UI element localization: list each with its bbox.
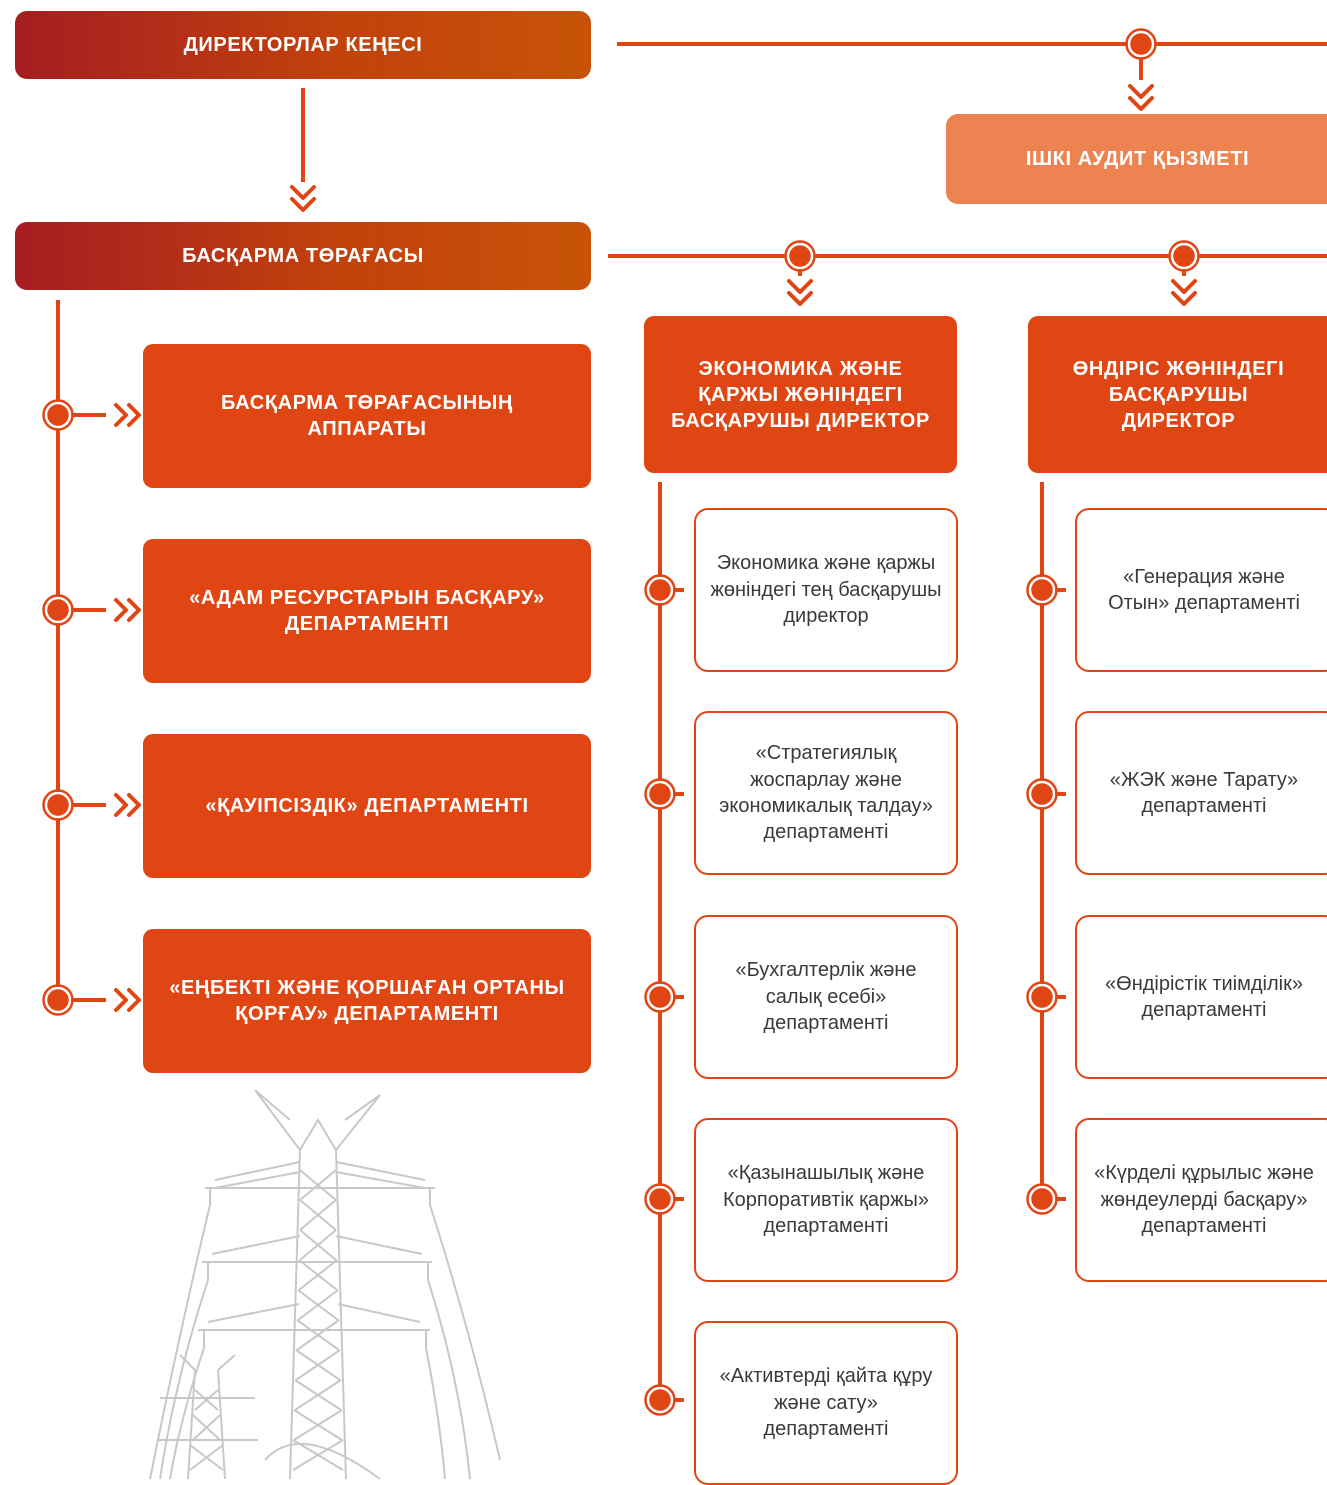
- double-chevron-down-icon: [290, 185, 316, 212]
- double-chevron-right-icon: [114, 403, 141, 427]
- production-director-box: ӨНДІРІС ЖӨНІНДЕГІ БАСҚАРУШЫ ДИРЕКТОР: [1028, 316, 1327, 473]
- res-distribution-department-box: «ЖЭК және Тарату» департаменті: [1075, 711, 1327, 875]
- labor-environment-department-box: «ЕҢБЕКТІ ЖӘНЕ ҚОРШАҒАН ОРТАНЫ ҚОРҒАУ» ДЕ…: [143, 929, 591, 1073]
- strategic-planning-department-box: «Стратегиялық жоспарлау және экономикалы…: [694, 711, 958, 875]
- production-efficiency-department-box: «Өндірістік тиімділік» департаменті: [1075, 915, 1327, 1079]
- economics-co-director-box: Экономика және қаржы жөніндегі тең басқа…: [694, 508, 958, 672]
- capital-construction-department-box: «Күрделі құрылыс және жөндеулерді басқар…: [1075, 1118, 1327, 1282]
- generation-fuel-department-box: «Генерация және Отын» департаменті: [1075, 508, 1327, 672]
- double-chevron-right-icon: [114, 598, 141, 622]
- treasury-finance-department-box: «Қазынашылық және Корпоративтік қаржы» д…: [694, 1118, 958, 1282]
- economics-director-box: ЭКОНОМИКА ЖӘНЕ ҚАРЖЫ ЖӨНІНДЕГІ БАСҚАРУШЫ…: [644, 316, 957, 473]
- power-tower-illustration: [149, 1089, 501, 1479]
- double-chevron-right-icon: [114, 988, 141, 1012]
- internal-audit-box: ІШКІ АУДИТ ҚЫЗМЕТІ: [946, 114, 1327, 204]
- double-chevron-right-icon: [114, 793, 141, 817]
- double-chevron-down-icon: [1171, 279, 1197, 306]
- chairman-office-box: БАСҚАРМА ТӨРАҒАСЫНЫҢ АППАРАТЫ: [143, 344, 591, 488]
- chairman-box: БАСҚАРМА ТӨРАҒАСЫ: [15, 222, 591, 290]
- board-of-directors-box: ДИРЕКТОРЛАР КЕҢЕСІ: [15, 11, 591, 79]
- asset-restructuring-department-box: «Активтерді қайта құру және сату» департ…: [694, 1321, 958, 1485]
- hr-department-box: «АДАМ РЕСУРСТАРЫН БАСҚАРУ» ДЕПАРТАМЕНТІ: [143, 539, 591, 683]
- node-dot-icon: [44, 30, 1198, 1414]
- double-chevron-down-icon: [1128, 84, 1154, 111]
- accounting-tax-department-box: «Бухгалтерлік және салық есебі» департам…: [694, 915, 958, 1079]
- double-chevron-down-icon: [787, 279, 813, 306]
- security-department-box: «ҚАУІПСІЗДІК» ДЕПАРТАМЕНТІ: [143, 734, 591, 878]
